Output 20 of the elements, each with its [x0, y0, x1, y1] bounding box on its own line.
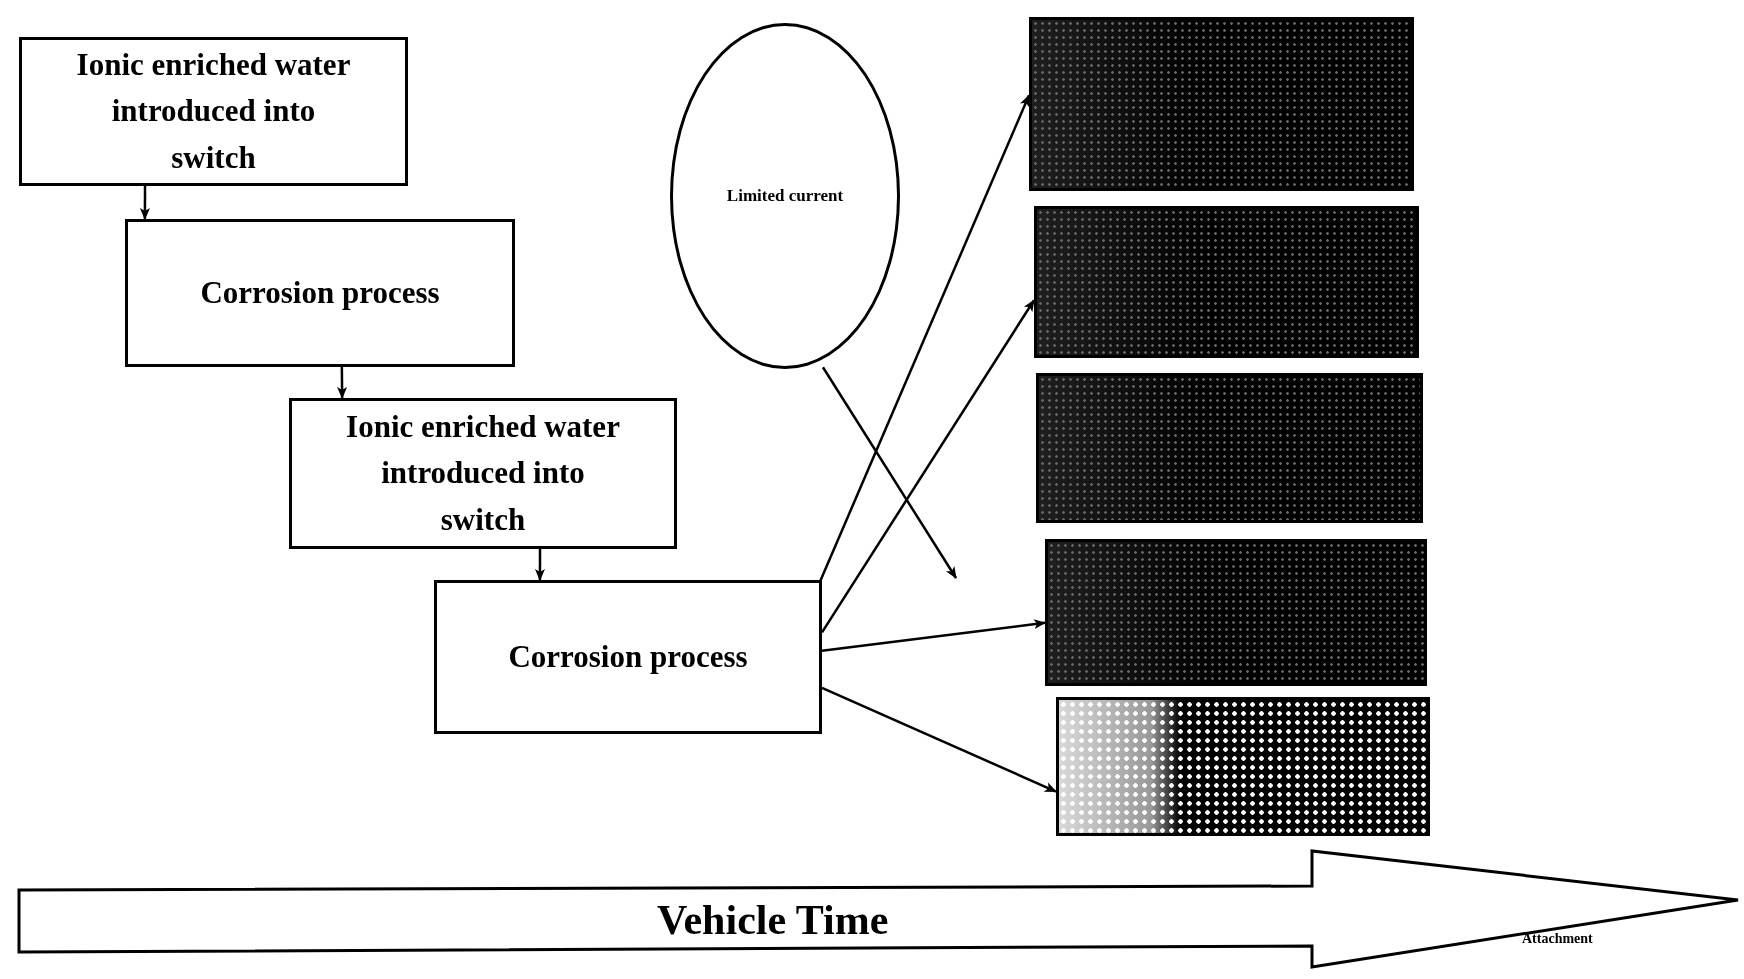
process-box: Corrosion process — [434, 580, 822, 734]
arrow — [534, 549, 545, 581]
dark-box — [1029, 17, 1414, 191]
arrow — [818, 94, 1031, 583]
dark-box — [1056, 697, 1430, 836]
dark-box — [1036, 373, 1423, 523]
timeline-end-label: Attachment — [1522, 931, 1593, 947]
arrow — [821, 686, 1057, 793]
arrow — [821, 366, 958, 579]
arrow — [820, 299, 1036, 634]
arrow — [139, 186, 150, 220]
process-box: Corrosion process — [125, 219, 515, 367]
dark-box — [1045, 539, 1427, 686]
process-box: Ionic enriched water introduced into switch — [289, 398, 677, 549]
ellipse-node: Limited current — [670, 23, 900, 369]
arrow — [337, 367, 348, 399]
dark-box — [1034, 206, 1419, 358]
process-box: Ionic enriched water introduced into switch — [19, 37, 408, 186]
arrow — [821, 619, 1046, 653]
timeline-label: Vehicle Time — [657, 896, 889, 944]
